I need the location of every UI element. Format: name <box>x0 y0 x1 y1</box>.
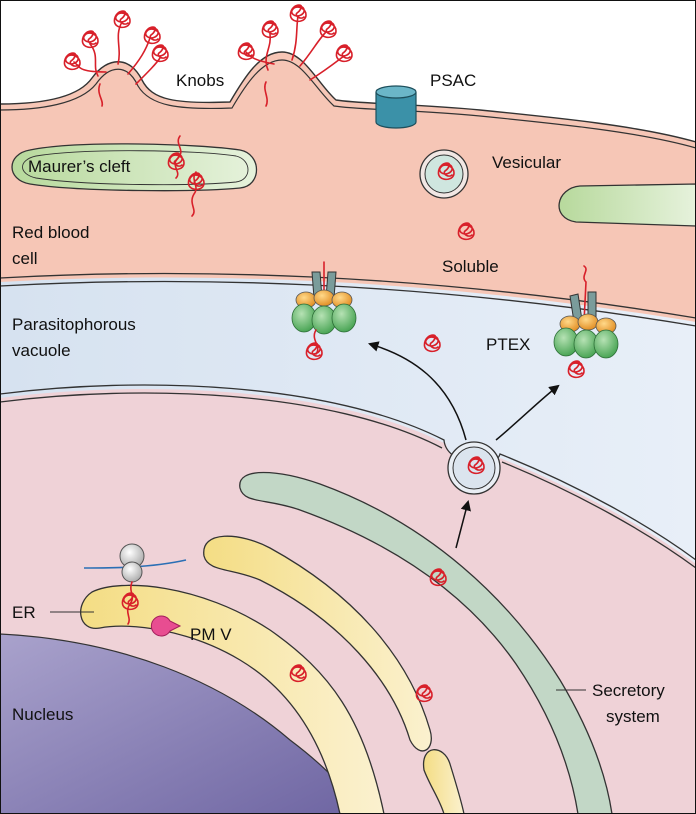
label-vesicular: Vesicular <box>492 153 561 172</box>
label-er: ER <box>12 603 36 622</box>
er-cisterna-2 <box>203 535 432 752</box>
label-ptex: PTEX <box>486 335 530 354</box>
label-soluble: Soluble <box>442 257 499 276</box>
ptex-complex-2 <box>553 265 619 379</box>
psac-channel <box>375 85 417 129</box>
label-knobs: Knobs <box>176 71 224 90</box>
maurers-cleft <box>11 143 257 192</box>
label-red-blood-cell-line1: Red blood <box>12 223 90 242</box>
knob-proteins <box>63 4 353 107</box>
maurers-cleft-2 <box>558 183 696 227</box>
export-arrows <box>367 341 560 549</box>
label-pm-v: PM V <box>190 625 232 644</box>
rbc-membrane <box>0 51 696 143</box>
label-nucleus: Nucleus <box>12 705 73 724</box>
pm-v-enzyme <box>150 615 182 637</box>
label-red-blood-cell-line2: cell <box>12 249 38 268</box>
label-parasitophorous-line2: vacuole <box>12 341 71 360</box>
label-maurers-cleft: Maurer’s cleft <box>28 157 131 176</box>
label-parasitophorous-line1: Parasitophorous <box>12 315 136 334</box>
endoplasmic-reticulum <box>80 584 385 814</box>
label-secretory-line2: system <box>606 707 660 726</box>
sec61-translocon <box>119 543 145 583</box>
ptex-complex-1 <box>291 261 357 361</box>
label-secretory-line1: Secretory <box>592 681 665 700</box>
er-cisterna-3 <box>422 749 465 814</box>
label-psac: PSAC <box>430 71 476 90</box>
